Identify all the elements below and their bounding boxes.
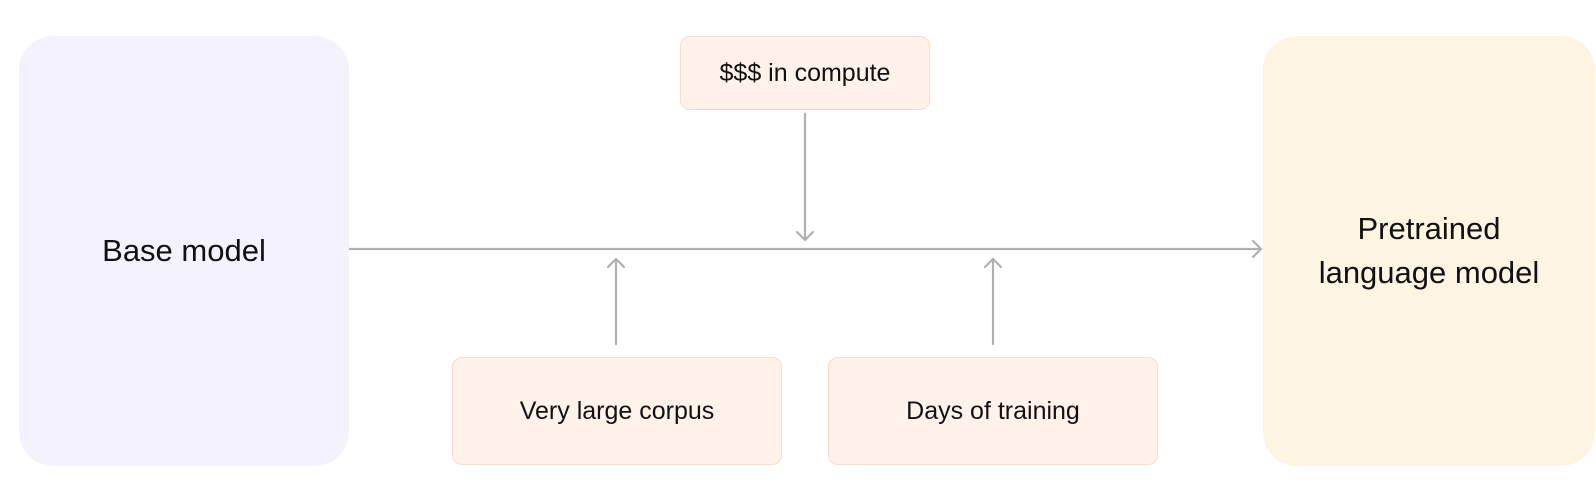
corpus-arrowhead	[606, 257, 626, 269]
compute-label: $$$ in compute	[719, 58, 891, 87]
base-model-label: Base model	[102, 233, 266, 268]
training-box: Days of training	[828, 357, 1158, 465]
corpus-label: Very large corpus	[519, 396, 715, 425]
corpus-box: Very large corpus	[452, 357, 782, 465]
training-label: Days of training	[906, 396, 1080, 425]
pretrained-model-label: Pretrained language model	[1318, 211, 1540, 290]
compute-arrowhead	[795, 230, 815, 242]
base-model-box: Base model	[19, 36, 349, 466]
compute-box: $$$ in compute	[680, 36, 930, 110]
main-flow-arrowhead	[1251, 239, 1263, 259]
pretrained-model-box: Pretrained language model	[1263, 36, 1595, 466]
training-arrowhead	[983, 257, 1003, 269]
